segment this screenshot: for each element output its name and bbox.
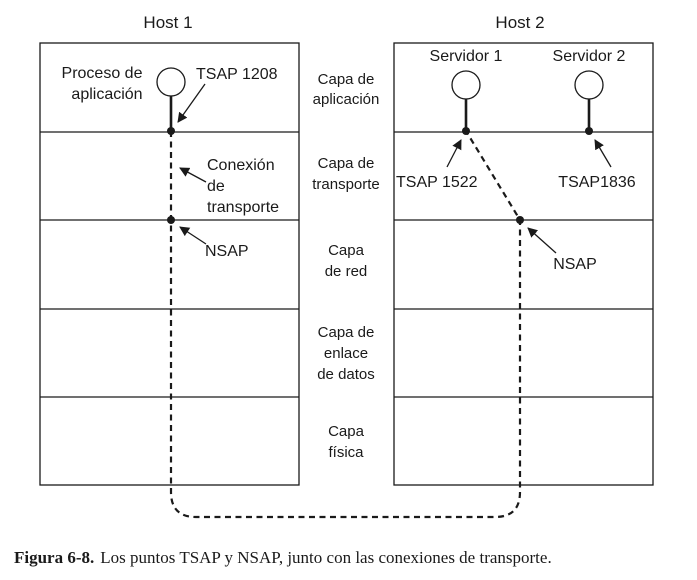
connection-label-line3: transporte [207, 199, 279, 216]
layer-datalink-line2: enlace [324, 345, 368, 362]
nsap-host2-label: NSAP [553, 256, 597, 273]
host1-stack [39, 42, 300, 486]
layer-network-line2: de red [325, 263, 368, 280]
tsap-1836-label: TSAP1836 [558, 174, 635, 191]
process-label-line2: aplicación [71, 86, 142, 103]
layer-application-line2: aplicación [313, 91, 380, 108]
server1-label: Servidor 1 [430, 48, 503, 65]
layer-network-line1: Capa [328, 242, 365, 259]
tsap-1208-label: TSAP 1208 [196, 66, 278, 83]
server1-circle [451, 70, 481, 100]
host1-title: Host 1 [143, 13, 192, 32]
transport-connection-path [169, 130, 522, 519]
server2-label: Servidor 2 [553, 48, 626, 65]
process-label-line1: Proceso de [62, 65, 143, 82]
host2-stack [393, 42, 654, 486]
layer-labels: Capa de aplicación Capa de transporte Ca… [312, 71, 380, 461]
layer-physical-line2: física [328, 444, 364, 461]
connection-label-line2: de [207, 178, 225, 195]
layer-datalink-line1: Capa de [318, 324, 375, 341]
process-circle [156, 67, 186, 97]
connection-label-line1: Conexión [207, 157, 275, 174]
layer-physical-line1: Capa [328, 423, 365, 440]
layer-application-line1: Capa de [318, 71, 375, 88]
layer-transport-line1: Capa de [318, 155, 375, 172]
caption-bold: Figura 6-8. [14, 548, 94, 567]
figure-caption: Figura 6-8. Los puntos TSAP y NSAP, junto… [14, 548, 552, 567]
layer-datalink-line3: de datos [317, 366, 375, 383]
tsap-1836-point [585, 127, 593, 135]
layer-transport-line2: transporte [312, 176, 380, 193]
nsap-host1-label: NSAP [205, 243, 249, 260]
host2-title: Host 2 [495, 13, 544, 32]
caption-text: Los puntos TSAP y NSAP, junto con las co… [100, 548, 551, 567]
tsap-1522-label: TSAP 1522 [396, 174, 478, 191]
server2-circle [574, 70, 604, 100]
